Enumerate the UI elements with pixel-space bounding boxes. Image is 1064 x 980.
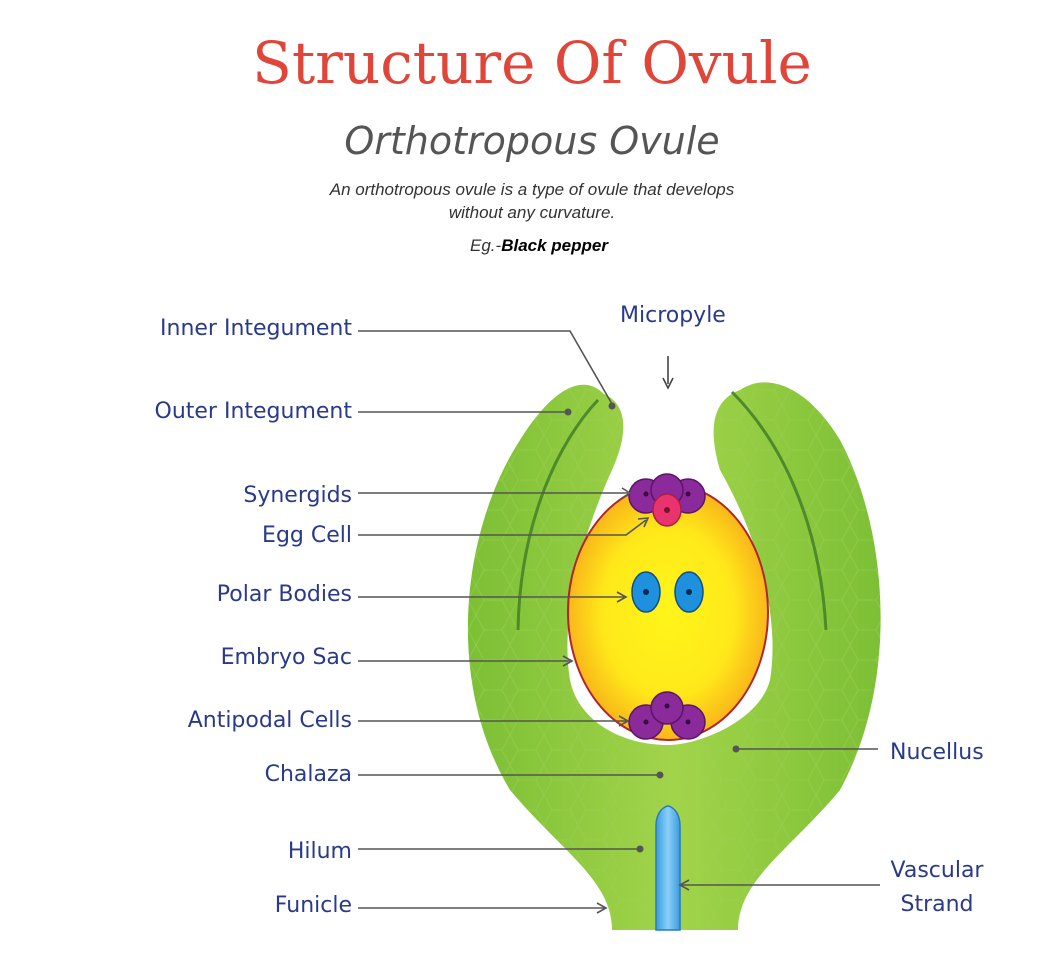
label-nucellus: Nucellus (890, 740, 984, 765)
label-inner-integument: Inner Integument (160, 316, 352, 341)
page-subtitle: Orthotropous Ovule (344, 119, 720, 163)
label-micropyle: Micropyle (620, 303, 726, 328)
label-vascular-strand: Vascular Strand (882, 858, 992, 918)
leader-inner-integument (358, 330, 613, 405)
inner-integument-line-left (516, 398, 600, 631)
label-hilum: Hilum (287, 839, 352, 864)
example-value: Black pepper (501, 236, 608, 255)
label-vascular-strand-line-2: Strand (900, 892, 974, 917)
label-synergids: Synergids (243, 483, 352, 508)
antipodal-cells-group (628, 691, 706, 740)
label-embryo-sac: Embryo Sac (220, 645, 352, 670)
example: Eg.-Black pepper (0, 236, 1064, 256)
label-funicle: Funicle (274, 893, 352, 918)
label-antipodal-cells: Antipodal Cells (187, 708, 352, 733)
label-chalaza: Chalaza (264, 762, 352, 787)
example-prefix: Eg.- (470, 236, 502, 255)
description-line-2: without any curvature. (448, 203, 616, 222)
label-vascular-strand-line-1: Vascular (890, 858, 984, 883)
label-egg-cell: Egg Cell (262, 523, 352, 548)
inner-integument-line-right (730, 390, 828, 631)
leader-egg-cell (358, 519, 647, 536)
page-title: Structure Of Ovule (252, 29, 812, 97)
vascular-strand (655, 805, 681, 931)
micropyle-arrow (662, 356, 674, 390)
label-outer-integument: Outer Integument (154, 399, 353, 424)
description-line-1: An orthotropous ovule is a type of ovule… (329, 180, 735, 199)
label-polar-bodies: Polar Bodies (216, 582, 352, 607)
description: An orthotropous ovule is a type of ovule… (282, 178, 782, 224)
